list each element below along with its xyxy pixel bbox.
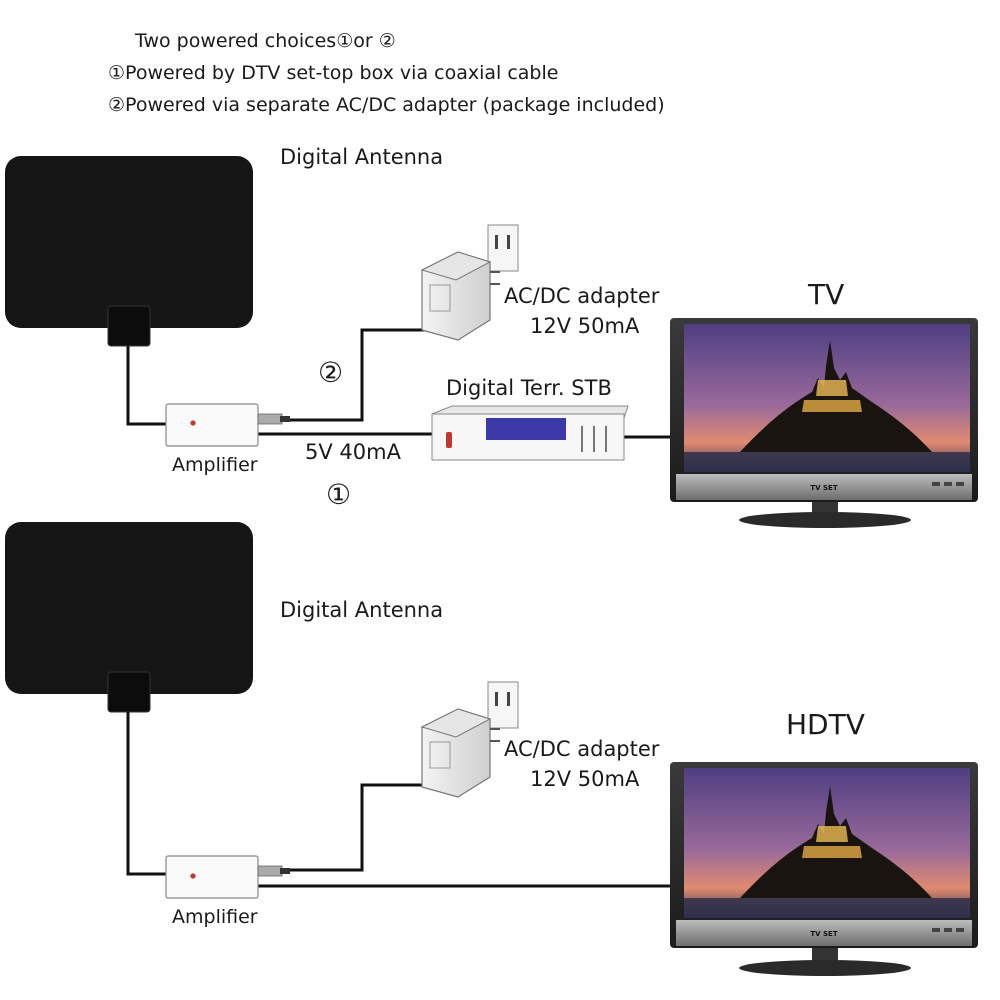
- choice-2-marker: ②: [318, 356, 344, 389]
- tv-top: TV SET: [670, 318, 978, 528]
- note-two-choices: Two powered choices①or ②: [135, 30, 396, 52]
- cables-top: [126, 328, 670, 439]
- amplifier-label-top: Amplifier: [172, 454, 258, 476]
- adapter-bottom: [420, 681, 519, 798]
- stb-box: [431, 405, 629, 461]
- antenna-label-top: Digital Antenna: [280, 145, 444, 169]
- amplifier-bottom: [165, 855, 290, 899]
- adapter-label-bottom-2: 12V 50mA: [530, 767, 640, 791]
- adapter-label-top-1: AC/DC adapter: [504, 284, 660, 308]
- choice-1-marker: ①: [326, 478, 352, 511]
- note-choice-2: ②Powered via separate AC/DC adapter (pac…: [108, 94, 665, 116]
- note-choice-1: ①Powered by DTV set-top box via coaxial …: [108, 62, 559, 84]
- top-setup: TV SET: [5, 156, 978, 528]
- amplifier-label-bottom: Amplifier: [172, 906, 258, 928]
- tv-bottom: TV SET: [670, 762, 978, 976]
- antenna-bottom: [5, 522, 253, 713]
- tv-brand-top: TV SET: [810, 484, 837, 492]
- tv-brand-bottom: TV SET: [810, 930, 837, 938]
- tv-label-top: TV: [808, 278, 845, 311]
- amplifier-top: [165, 403, 290, 447]
- bottom-setup: TV SET: [5, 522, 978, 976]
- cables-bottom: [126, 712, 670, 888]
- antenna-top: [5, 156, 253, 347]
- adapter-label-bottom-1: AC/DC adapter: [504, 737, 660, 761]
- tv-label-bottom: HDTV: [786, 708, 865, 741]
- stb-label: Digital Terr. STB: [446, 376, 612, 400]
- antenna-label-bottom: Digital Antenna: [280, 598, 444, 622]
- adapter-top: [420, 224, 519, 341]
- adapter-label-top-2: 12V 50mA: [530, 314, 640, 338]
- power-label: 5V 40mA: [305, 440, 401, 464]
